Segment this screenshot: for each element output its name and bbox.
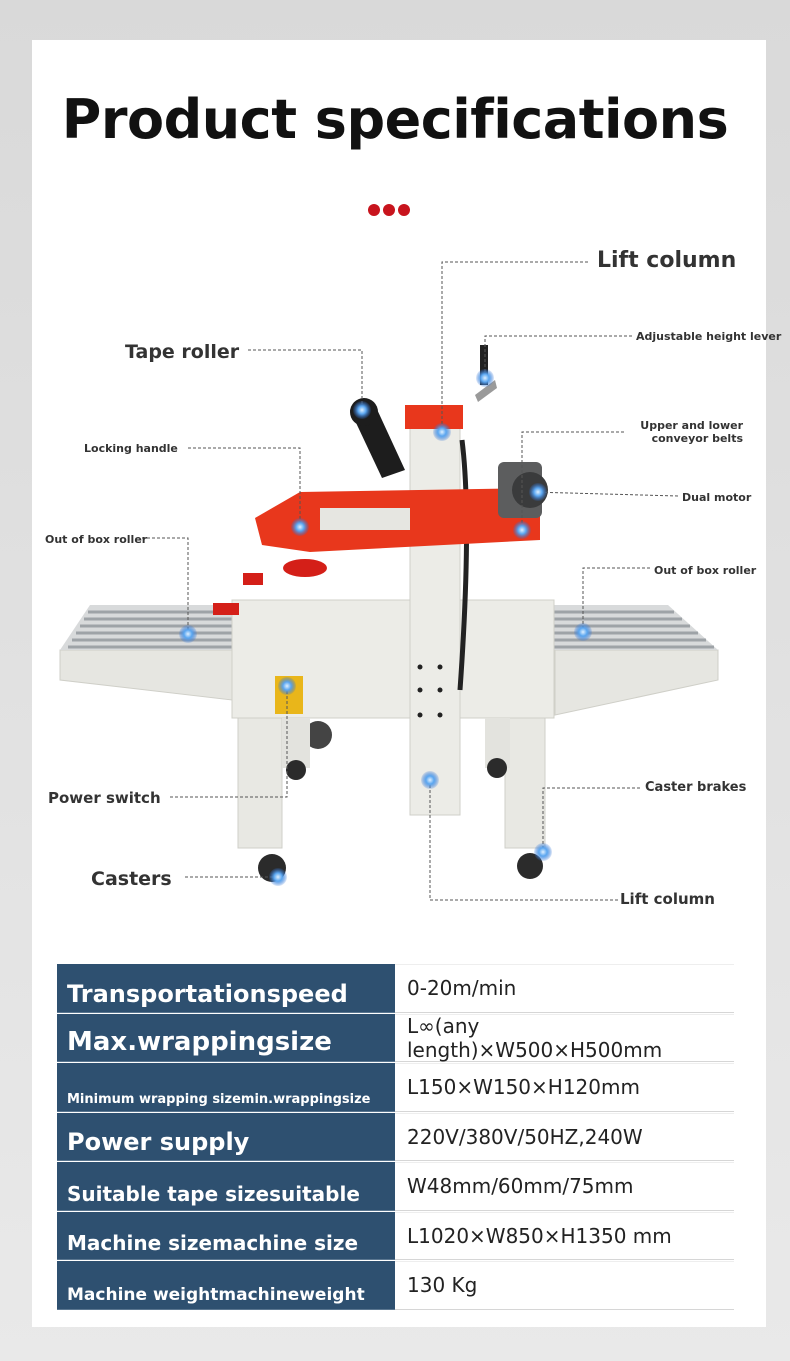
callout-markers — [179, 369, 592, 886]
spec-row: Transportationspeed 0-20m/min — [57, 964, 734, 1014]
lift-column — [409, 424, 461, 816]
spec-row: Power supply 220V/380V/50HZ,240W — [57, 1112, 734, 1162]
spec-row: Max.wrappingsize L∞(any length)×W500×H50… — [57, 1013, 734, 1063]
spec-key: Minimum wrapping sizemin.wrappingsize — [57, 1063, 395, 1112]
label-dual-motor: Dual motor — [682, 491, 752, 504]
cable-gland — [304, 721, 332, 749]
label-caster-brakes: Caster brakes — [645, 780, 747, 795]
height-lever — [475, 380, 497, 402]
spec-key: Power supply — [57, 1112, 395, 1161]
spec-value: 220V/380V/50HZ,240W — [395, 1112, 734, 1161]
caster-right — [517, 853, 543, 879]
spec-value: L∞(any length)×W500×H500mm — [395, 1013, 734, 1062]
label-tape-roller: Tape roller — [125, 341, 240, 363]
spec-value: L150×W150×H120mm — [395, 1063, 734, 1112]
label-locking-handle: Locking handle — [84, 442, 178, 455]
caster-back-left — [286, 760, 306, 780]
dot — [383, 204, 395, 216]
caster-back-right — [487, 758, 507, 778]
spec-key: Machine sizemachine size — [57, 1211, 395, 1260]
upper-head-plate — [320, 508, 410, 530]
label-casters: Casters — [91, 868, 172, 890]
label-conveyor-belts-line1: Upper and lower — [640, 419, 743, 432]
label-out-of-box-roller-right: Out of box roller — [654, 564, 757, 577]
spec-row: Suitable tape sizesuitable W48mm/60mm/75… — [57, 1162, 734, 1212]
spec-value: 0-20m/min — [395, 964, 734, 1013]
locking-knob — [283, 559, 327, 577]
spec-key: Transportationspeed — [57, 964, 395, 1013]
height-lever-handle — [480, 345, 488, 385]
spec-key: Machine weightmachineweight — [57, 1261, 395, 1310]
right-conveyor-frame — [554, 649, 719, 716]
label-conveyor-belts-line2: conveyor belts — [651, 432, 743, 445]
dot — [398, 204, 410, 216]
page-title: Product specifications — [61, 88, 729, 151]
side-knob — [243, 573, 263, 585]
label-lift-column-top: Lift column — [597, 248, 737, 273]
side-knob-2 — [213, 603, 239, 615]
label-power-switch: Power switch — [48, 789, 161, 807]
spec-key: Max.wrappingsize — [57, 1013, 395, 1062]
spec-row: Minimum wrapping sizemin.wrappingsize L1… — [57, 1063, 734, 1113]
dot — [368, 204, 380, 216]
spec-key: Suitable tape sizesuitable — [57, 1162, 395, 1211]
specifications-table: Transportationspeed 0-20m/min Max.wrappi… — [57, 964, 734, 1311]
spec-value: 130 Kg — [395, 1261, 734, 1310]
column-cap — [405, 405, 463, 429]
leader-lines — [137, 261, 679, 901]
spec-value: W48mm/60mm/75mm — [395, 1162, 734, 1211]
spec-row: Machine weightmachineweight 130 Kg — [57, 1261, 734, 1311]
spec-row: Machine sizemachine size L1020×W850×H135… — [57, 1211, 734, 1261]
leg-front-right — [504, 717, 546, 849]
label-lift-column-bottom: Lift column — [620, 890, 715, 908]
label-adjustable-height-lever: Adjustable height lever — [636, 330, 782, 343]
left-conveyor-frame — [59, 649, 233, 701]
title-dots — [368, 204, 410, 216]
spec-value: L1020×W850×H1350 mm — [395, 1211, 734, 1260]
label-out-of-box-roller-left: Out of box roller — [45, 533, 148, 546]
machine-illustration — [59, 261, 719, 901]
leg-front-left — [237, 717, 283, 849]
